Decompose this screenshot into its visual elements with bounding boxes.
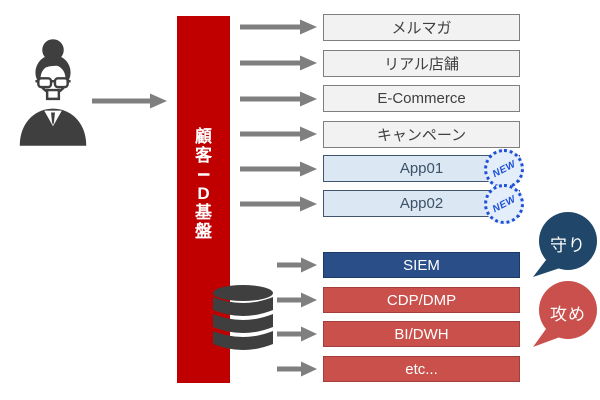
database-icon <box>213 285 273 350</box>
channel-box-campaign: キャンペーン <box>323 121 520 148</box>
defense-speech-bubble <box>533 212 597 277</box>
customer-id-platform-label: 顧 客 I D 基 盤 <box>177 127 230 241</box>
channel-label: E-Commerce <box>377 90 466 107</box>
arrow-platform-to-channel-icon <box>240 196 317 212</box>
platform-char: 盤 <box>195 222 212 241</box>
new-badge-label: NEW <box>490 158 518 180</box>
system-label: CDP/DMP <box>386 291 457 309</box>
channel-box-mail-magazine: メルマガ <box>323 14 520 41</box>
channel-label: App01 <box>399 160 444 177</box>
business-woman-icon <box>19 39 87 146</box>
arrow-platform-to-channel-icon <box>240 19 317 35</box>
platform-char: 基 <box>195 203 212 222</box>
platform-char: D <box>197 184 210 203</box>
system-label: BI/DWH <box>394 325 449 343</box>
channel-label: App02 <box>399 195 444 212</box>
system-box-bi-dwh: BI/DWH <box>323 321 520 347</box>
new-badge-icon: NEW <box>484 149 524 189</box>
arrow-platform-to-channel-icon <box>240 55 317 71</box>
platform-char: 顧 <box>195 127 212 146</box>
channel-label: キャンペーン <box>376 127 467 144</box>
arrow-platform-to-channel-icon <box>240 126 317 142</box>
arrow-db-to-system-icon <box>277 257 317 273</box>
system-box-siem: SIEM <box>323 252 520 278</box>
channel-box-real-store: リアル店舗 <box>323 50 520 77</box>
system-label: SIEM <box>403 256 440 274</box>
channel-label: メルマガ <box>391 20 452 37</box>
new-badge-label: NEW <box>490 193 518 215</box>
arrow-db-to-system-icon <box>277 326 317 342</box>
platform-char: I <box>194 172 213 177</box>
system-box-etc: etc... <box>323 356 520 382</box>
platform-char: 客 <box>195 146 212 165</box>
arrow-platform-to-channel-icon <box>240 161 317 177</box>
defense-bubble-label: 守り <box>550 236 586 255</box>
channel-box-ecommerce: E-Commerce <box>323 85 520 112</box>
channel-label: リアル店舗 <box>384 56 459 73</box>
arrow-db-to-system-icon <box>277 361 317 377</box>
offense-bubble-label: 攻め <box>550 305 586 324</box>
system-box-cdp-dmp: CDP/DMP <box>323 287 520 313</box>
arrow-user-to-platform-icon <box>92 93 167 109</box>
system-label: etc... <box>405 360 438 378</box>
offense-speech-bubble <box>533 281 597 347</box>
arrow-db-to-system-icon <box>277 292 317 308</box>
new-badge-icon: NEW <box>484 184 524 224</box>
arrow-platform-to-channel-icon <box>240 91 317 107</box>
